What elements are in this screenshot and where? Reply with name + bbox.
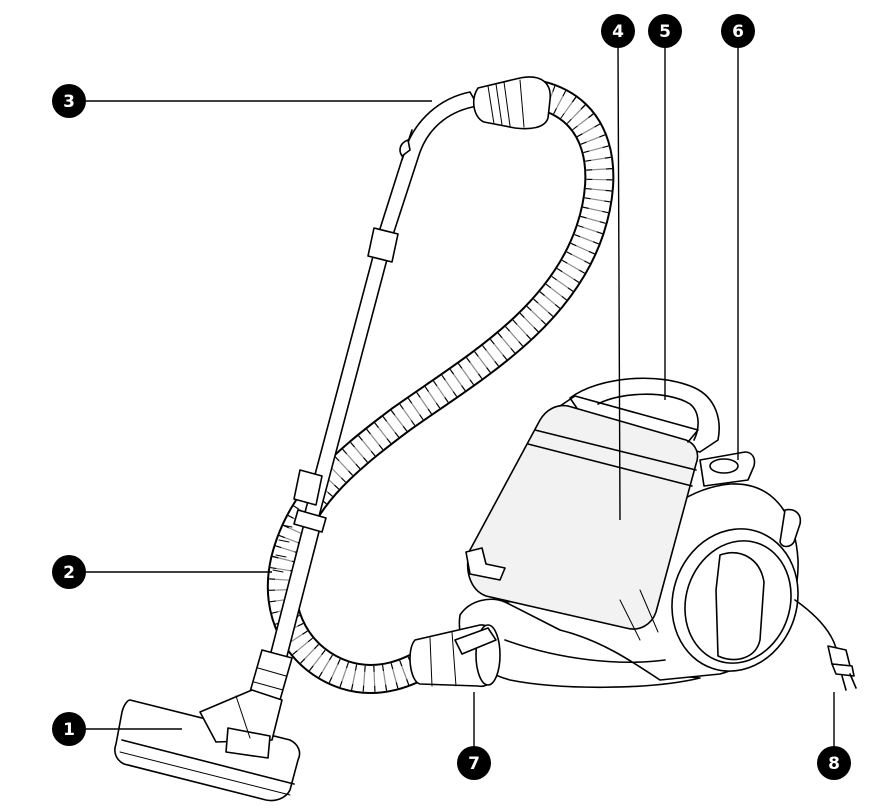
telescopic-tube [249, 227, 399, 701]
callout-3-label: 3 [63, 92, 75, 112]
power-cord [794, 599, 857, 691]
callout-3: 3 [52, 84, 86, 118]
callout-4: 4 [601, 14, 635, 48]
callout-1: 1 [52, 712, 86, 746]
callout-2: 2 [52, 555, 86, 589]
callout-7: 7 [457, 746, 491, 780]
cyclone-body [458, 377, 802, 689]
callout-2-label: 2 [63, 563, 75, 583]
callout-1-label: 1 [63, 720, 75, 740]
flexible-hose [266, 80, 615, 694]
leader-lines [86, 47, 835, 746]
floor-nozzle [114, 689, 301, 802]
hose-handle [377, 76, 551, 239]
callout-7-label: 7 [468, 754, 480, 774]
hose-inlet [409, 624, 501, 688]
callout-6-label: 6 [732, 22, 744, 42]
callout-4-label: 4 [612, 22, 624, 42]
callout-6: 6 [721, 14, 755, 48]
callout-8-label: 8 [828, 754, 840, 774]
callout-5: 5 [648, 14, 682, 48]
callout-8: 8 [817, 746, 851, 780]
callout-5-label: 5 [659, 22, 671, 42]
